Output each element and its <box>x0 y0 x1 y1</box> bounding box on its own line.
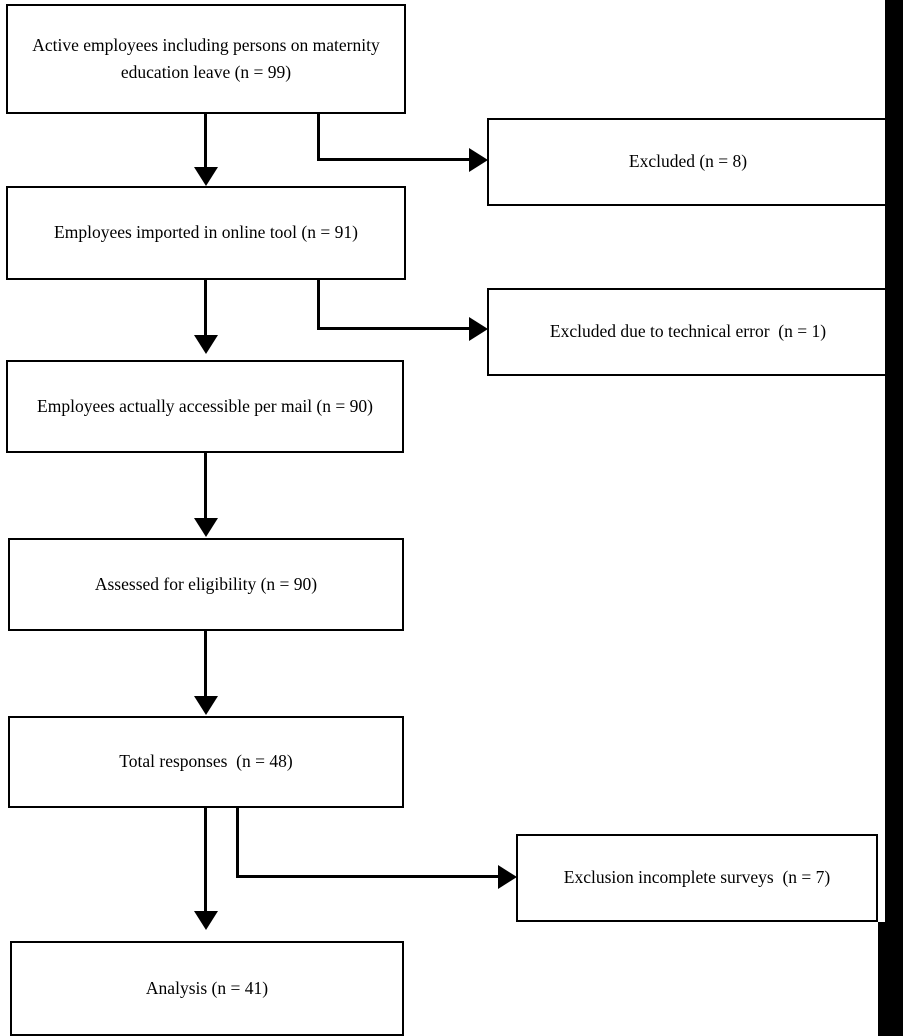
edge-assessed-to-responses-stem <box>204 631 207 697</box>
scan-edge-band-right <box>885 0 903 1036</box>
node-imported: Employees imported in online tool (n = 9… <box>6 186 406 280</box>
node-excluded-2-label: Excluded due to technical error (n = 1) <box>549 321 827 342</box>
node-imported-label: Employees imported in online tool (n = 9… <box>54 222 358 243</box>
edge-imported-to-accessible-arrowhead <box>194 335 218 354</box>
node-excluded-1-label: Excluded (n = 8) <box>628 151 748 172</box>
edge-imported-to-accessible-stem <box>204 280 207 336</box>
edge-responses-to-analysis-stem <box>204 808 207 912</box>
node-assessed: Assessed for eligibility (n = 90) <box>8 538 404 631</box>
node-excluded-1: Excluded (n = 8) <box>487 118 887 206</box>
node-enrollment: Active employees including persons on ma… <box>6 4 406 114</box>
edge-enrollment-to-excluded-1-stem <box>317 114 320 161</box>
node-enrollment-label: Active employees including persons on ma… <box>32 34 380 82</box>
edge-enrollment-to-imported-stem <box>204 114 207 168</box>
edge-responses-to-excluded-3-stem <box>236 808 239 878</box>
edge-assessed-to-responses-arrowhead <box>194 696 218 715</box>
scan-edge-band-right-lower <box>878 922 903 1036</box>
node-excluded-2: Excluded due to technical error (n = 1) <box>487 288 887 376</box>
node-analysis: Analysis (n = 41) <box>10 941 404 1036</box>
edge-responses-to-excluded-3-arrowhead <box>498 865 517 889</box>
edge-imported-to-excluded-2-stem <box>317 280 320 330</box>
edge-enrollment-to-excluded-1-run <box>317 158 473 161</box>
node-responses: Total responses (n = 48) <box>8 716 404 808</box>
node-accessible-label: Employees actually accessible per mail (… <box>37 395 373 416</box>
edge-responses-to-analysis-arrowhead <box>194 911 218 930</box>
edge-accessible-to-assessed-stem <box>204 453 207 519</box>
node-accessible: Employees actually accessible per mail (… <box>6 360 404 453</box>
edge-imported-to-excluded-2-arrowhead <box>469 317 488 341</box>
node-assessed-label: Assessed for eligibility (n = 90) <box>94 573 318 594</box>
edge-enrollment-to-excluded-1-arrowhead <box>469 148 488 172</box>
node-analysis-label: Analysis (n = 41) <box>145 977 269 998</box>
edge-enrollment-to-imported-arrowhead <box>194 167 218 186</box>
node-excluded-3: Exclusion incomplete surveys (n = 7) <box>516 834 878 922</box>
node-responses-label: Total responses (n = 48) <box>119 751 293 772</box>
edge-responses-to-excluded-3-run <box>236 875 502 878</box>
node-excluded-3-label: Exclusion incomplete surveys (n = 7) <box>563 867 831 888</box>
edge-accessible-to-assessed-arrowhead <box>194 518 218 537</box>
edge-imported-to-excluded-2-run <box>317 327 473 330</box>
